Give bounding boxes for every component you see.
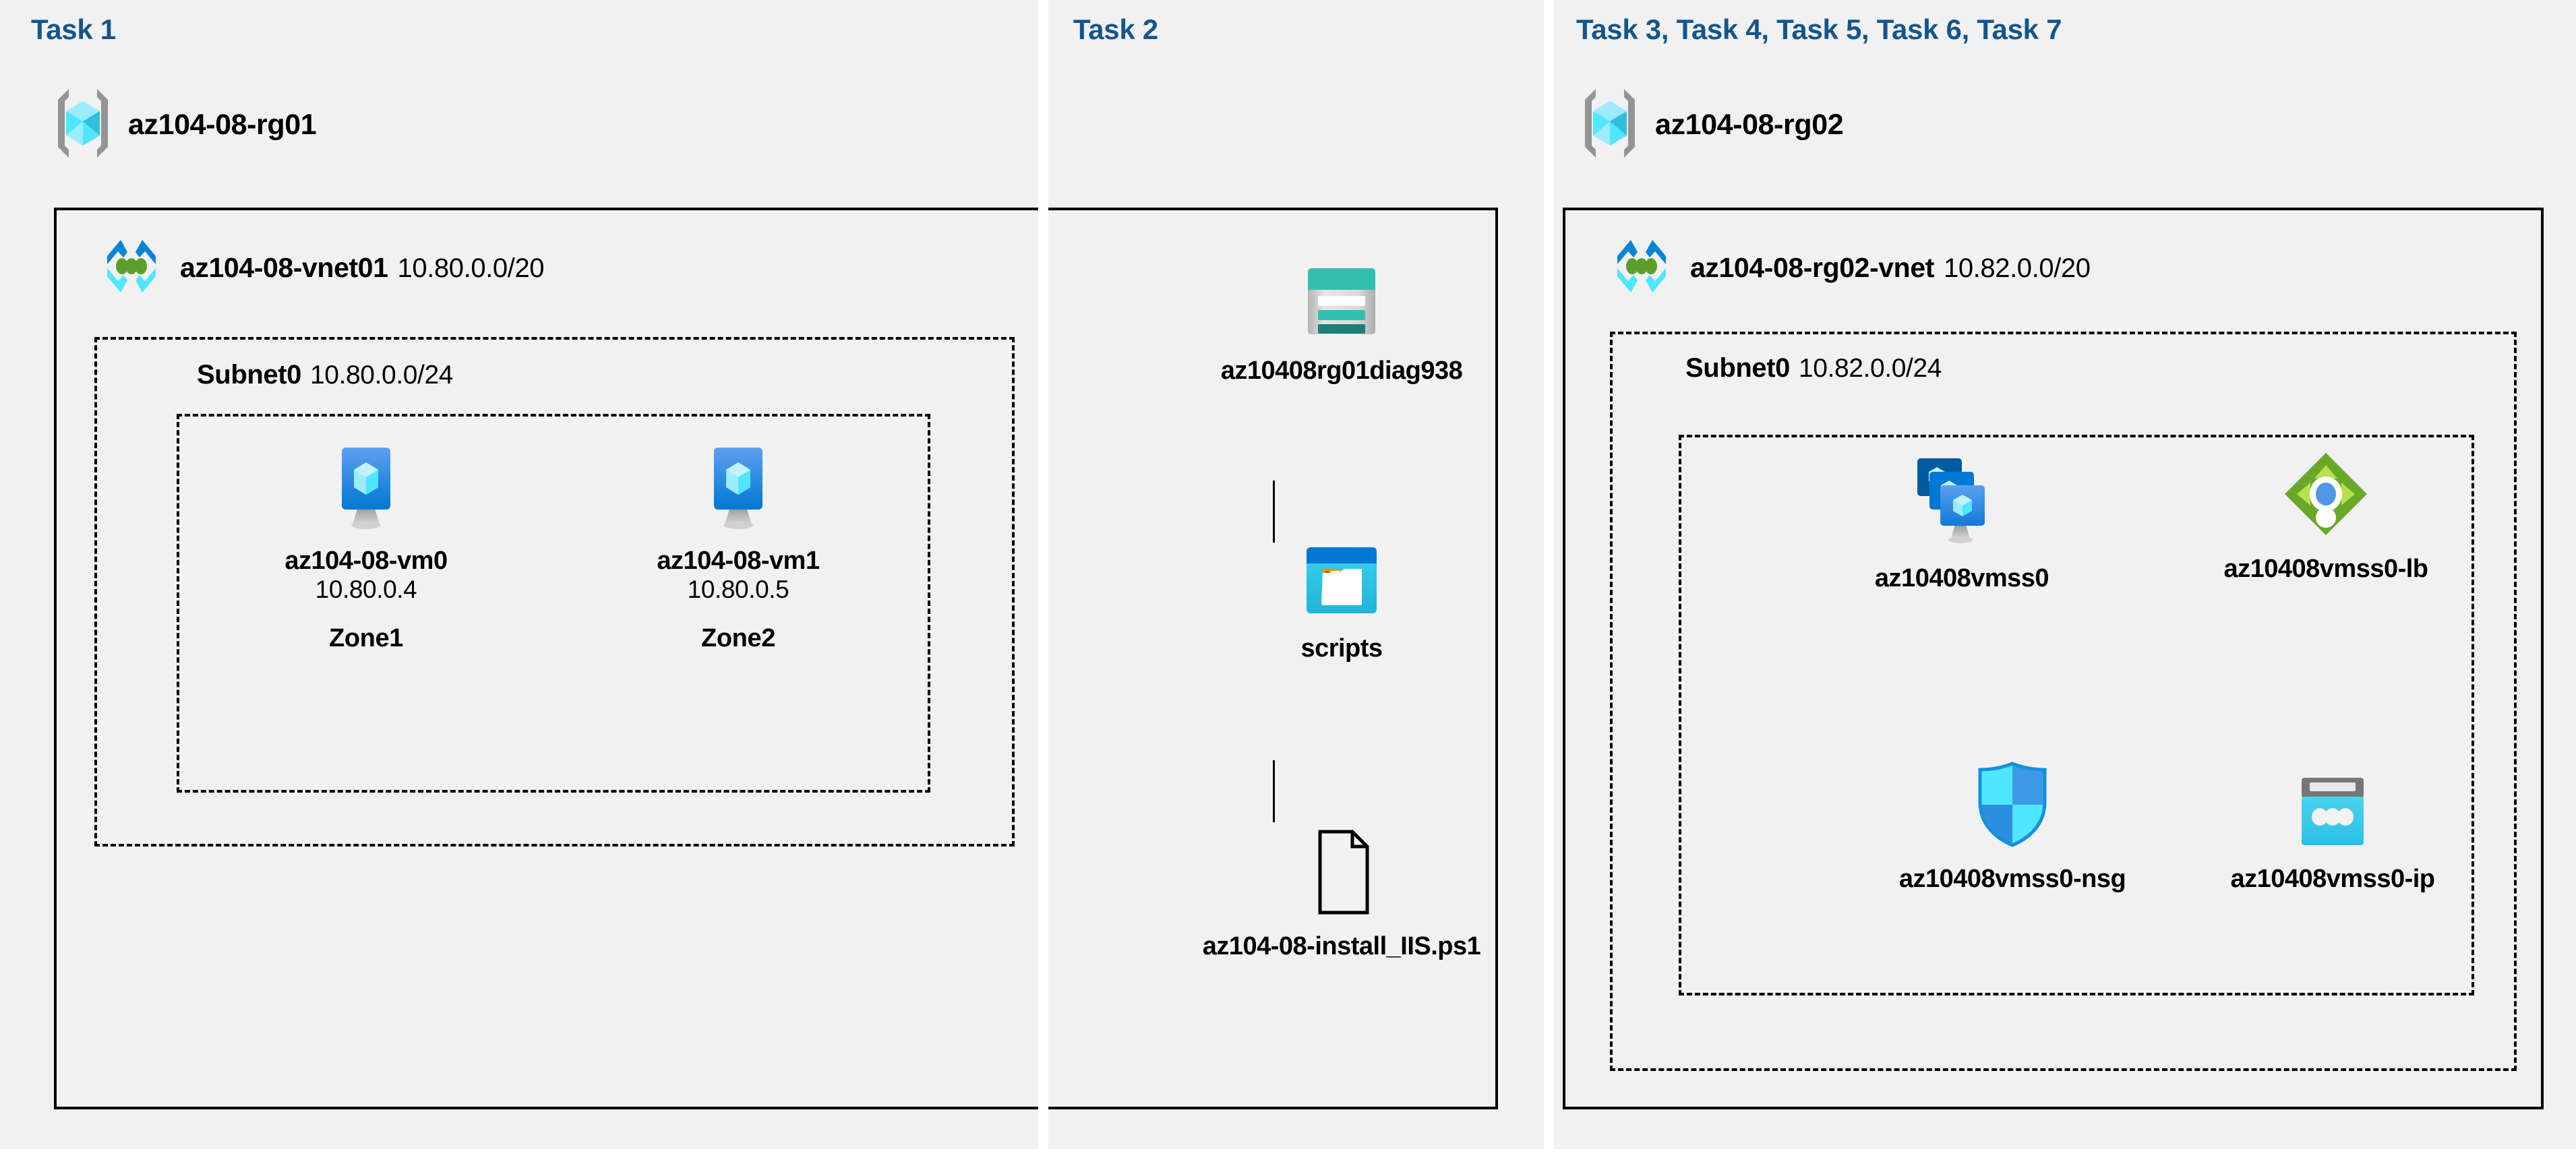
vnet-boundary-01: [54, 208, 1498, 1109]
vm-name: az104-08-vm1: [657, 547, 820, 575]
vnet-boundary-02: [1563, 208, 2544, 1109]
subnet-name: Subnet0: [1685, 353, 1790, 383]
panel-task-1: [0, 0, 1038, 1149]
network-security-group[interactable]: az10408vmss0-nsg: [1847, 760, 2178, 894]
resource-group-icon: [1581, 86, 1639, 164]
vm-scale-set-icon: [1915, 456, 2009, 551]
blob-container-name: scripts: [1300, 634, 1383, 663]
vnet-header-02[interactable]: az104-08-rg02-vnet 10.82.0.0/20: [1608, 237, 2091, 299]
panel-task-3-to-7: [1554, 0, 2576, 1149]
network-security-group-icon: [1973, 760, 2051, 851]
load-balancer-icon: [2282, 450, 2370, 541]
task-label-1: Task 1: [31, 13, 116, 45]
panel-task-2: [1048, 0, 1544, 1149]
subnet-label-01: Subnet0 10.80.0.0/24: [197, 360, 453, 390]
resource-group-01[interactable]: az104-08-rg01: [54, 86, 317, 164]
resource-group-02[interactable]: az104-08-rg02: [1581, 86, 1844, 164]
script-file-icon: [1307, 829, 1377, 919]
vnet-header-01[interactable]: az104-08-vnet01 10.80.0.0/20: [98, 237, 545, 299]
panel-gutter-1: [1038, 0, 1048, 1166]
virtual-machine-vm1[interactable]: az104-08-vm1 10.80.0.5 Zone2: [640, 445, 836, 653]
task-label-2: Task 2: [1073, 13, 1158, 45]
load-balancer-name: az10408vmss0-lb: [2223, 555, 2428, 583]
network-security-group-name: az10408vmss0-nsg: [1898, 865, 2126, 893]
subnet-cidr: 10.80.0.0/24: [310, 361, 454, 390]
vnet-cidr: 10.82.0.0/20: [1943, 253, 2091, 283]
vnet-name: az104-08-vnet01: [180, 252, 388, 283]
blob-container-icon: [1304, 546, 1379, 621]
vnet-cidr: 10.80.0.0/20: [397, 253, 545, 283]
script-file[interactable]: az104-08-install_IIS.ps1: [1119, 829, 1564, 961]
connector-line: [1273, 481, 1275, 543]
availability-zone-boundary: [177, 414, 930, 793]
vm-ip-address: 10.80.0.4: [315, 576, 417, 603]
subnet-boundary-01: [94, 337, 1015, 847]
storage-account-icon: [1301, 263, 1382, 343]
public-ip-address[interactable]: az10408vmss0-ip: [2198, 775, 2467, 894]
vm-scale-set[interactable]: az10408vmss0: [1820, 456, 2103, 593]
load-balancer[interactable]: az10408vmss0-lb: [2178, 450, 2474, 584]
connector-line: [1273, 760, 1275, 822]
subnet-name: Subnet0: [197, 360, 301, 390]
public-ip-address-name: az10408vmss0-ip: [2230, 865, 2435, 893]
scale-set-resource-boundary: [1679, 435, 2474, 995]
vm-availability-zone: Zone2: [701, 624, 775, 652]
public-ip-address-icon: [2296, 775, 2369, 851]
subnet-cidr: 10.82.0.0/24: [1799, 354, 1942, 383]
resource-group-icon: [54, 86, 112, 164]
virtual-machine-icon: [699, 445, 777, 534]
storage-account-name: az10408rg01diag938: [1220, 357, 1463, 385]
virtual-machine-vm0[interactable]: az104-08-vm0 10.80.0.4 Zone1: [268, 445, 464, 653]
virtual-machine-icon: [327, 445, 405, 534]
subnet-boundary-02: [1610, 332, 2517, 1071]
vm-availability-zone: Zone1: [329, 624, 403, 652]
storage-account[interactable]: az10408rg01diag938: [1146, 263, 1537, 386]
resource-group-name: az104-08-rg01: [128, 109, 317, 141]
virtual-network-icon: [98, 237, 165, 299]
vm-scale-set-name: az10408vmss0: [1874, 564, 2049, 592]
resource-group-name: az104-08-rg02: [1655, 109, 1844, 141]
vnet-name: az104-08-rg02-vnet: [1690, 252, 1934, 283]
vm-name: az104-08-vm0: [284, 547, 448, 575]
task-label-3: Task 3, Task 4, Task 5, Task 6, Task 7: [1576, 13, 2062, 45]
vm-ip-address: 10.80.0.5: [687, 576, 789, 603]
subnet-label-02: Subnet0 10.82.0.0/24: [1685, 353, 1942, 383]
virtual-network-icon: [1608, 237, 1675, 299]
panel-gutter-2: [1544, 0, 1554, 1166]
blob-container[interactable]: scripts: [1200, 546, 1483, 663]
script-file-name: az104-08-install_IIS.ps1: [1202, 932, 1481, 960]
